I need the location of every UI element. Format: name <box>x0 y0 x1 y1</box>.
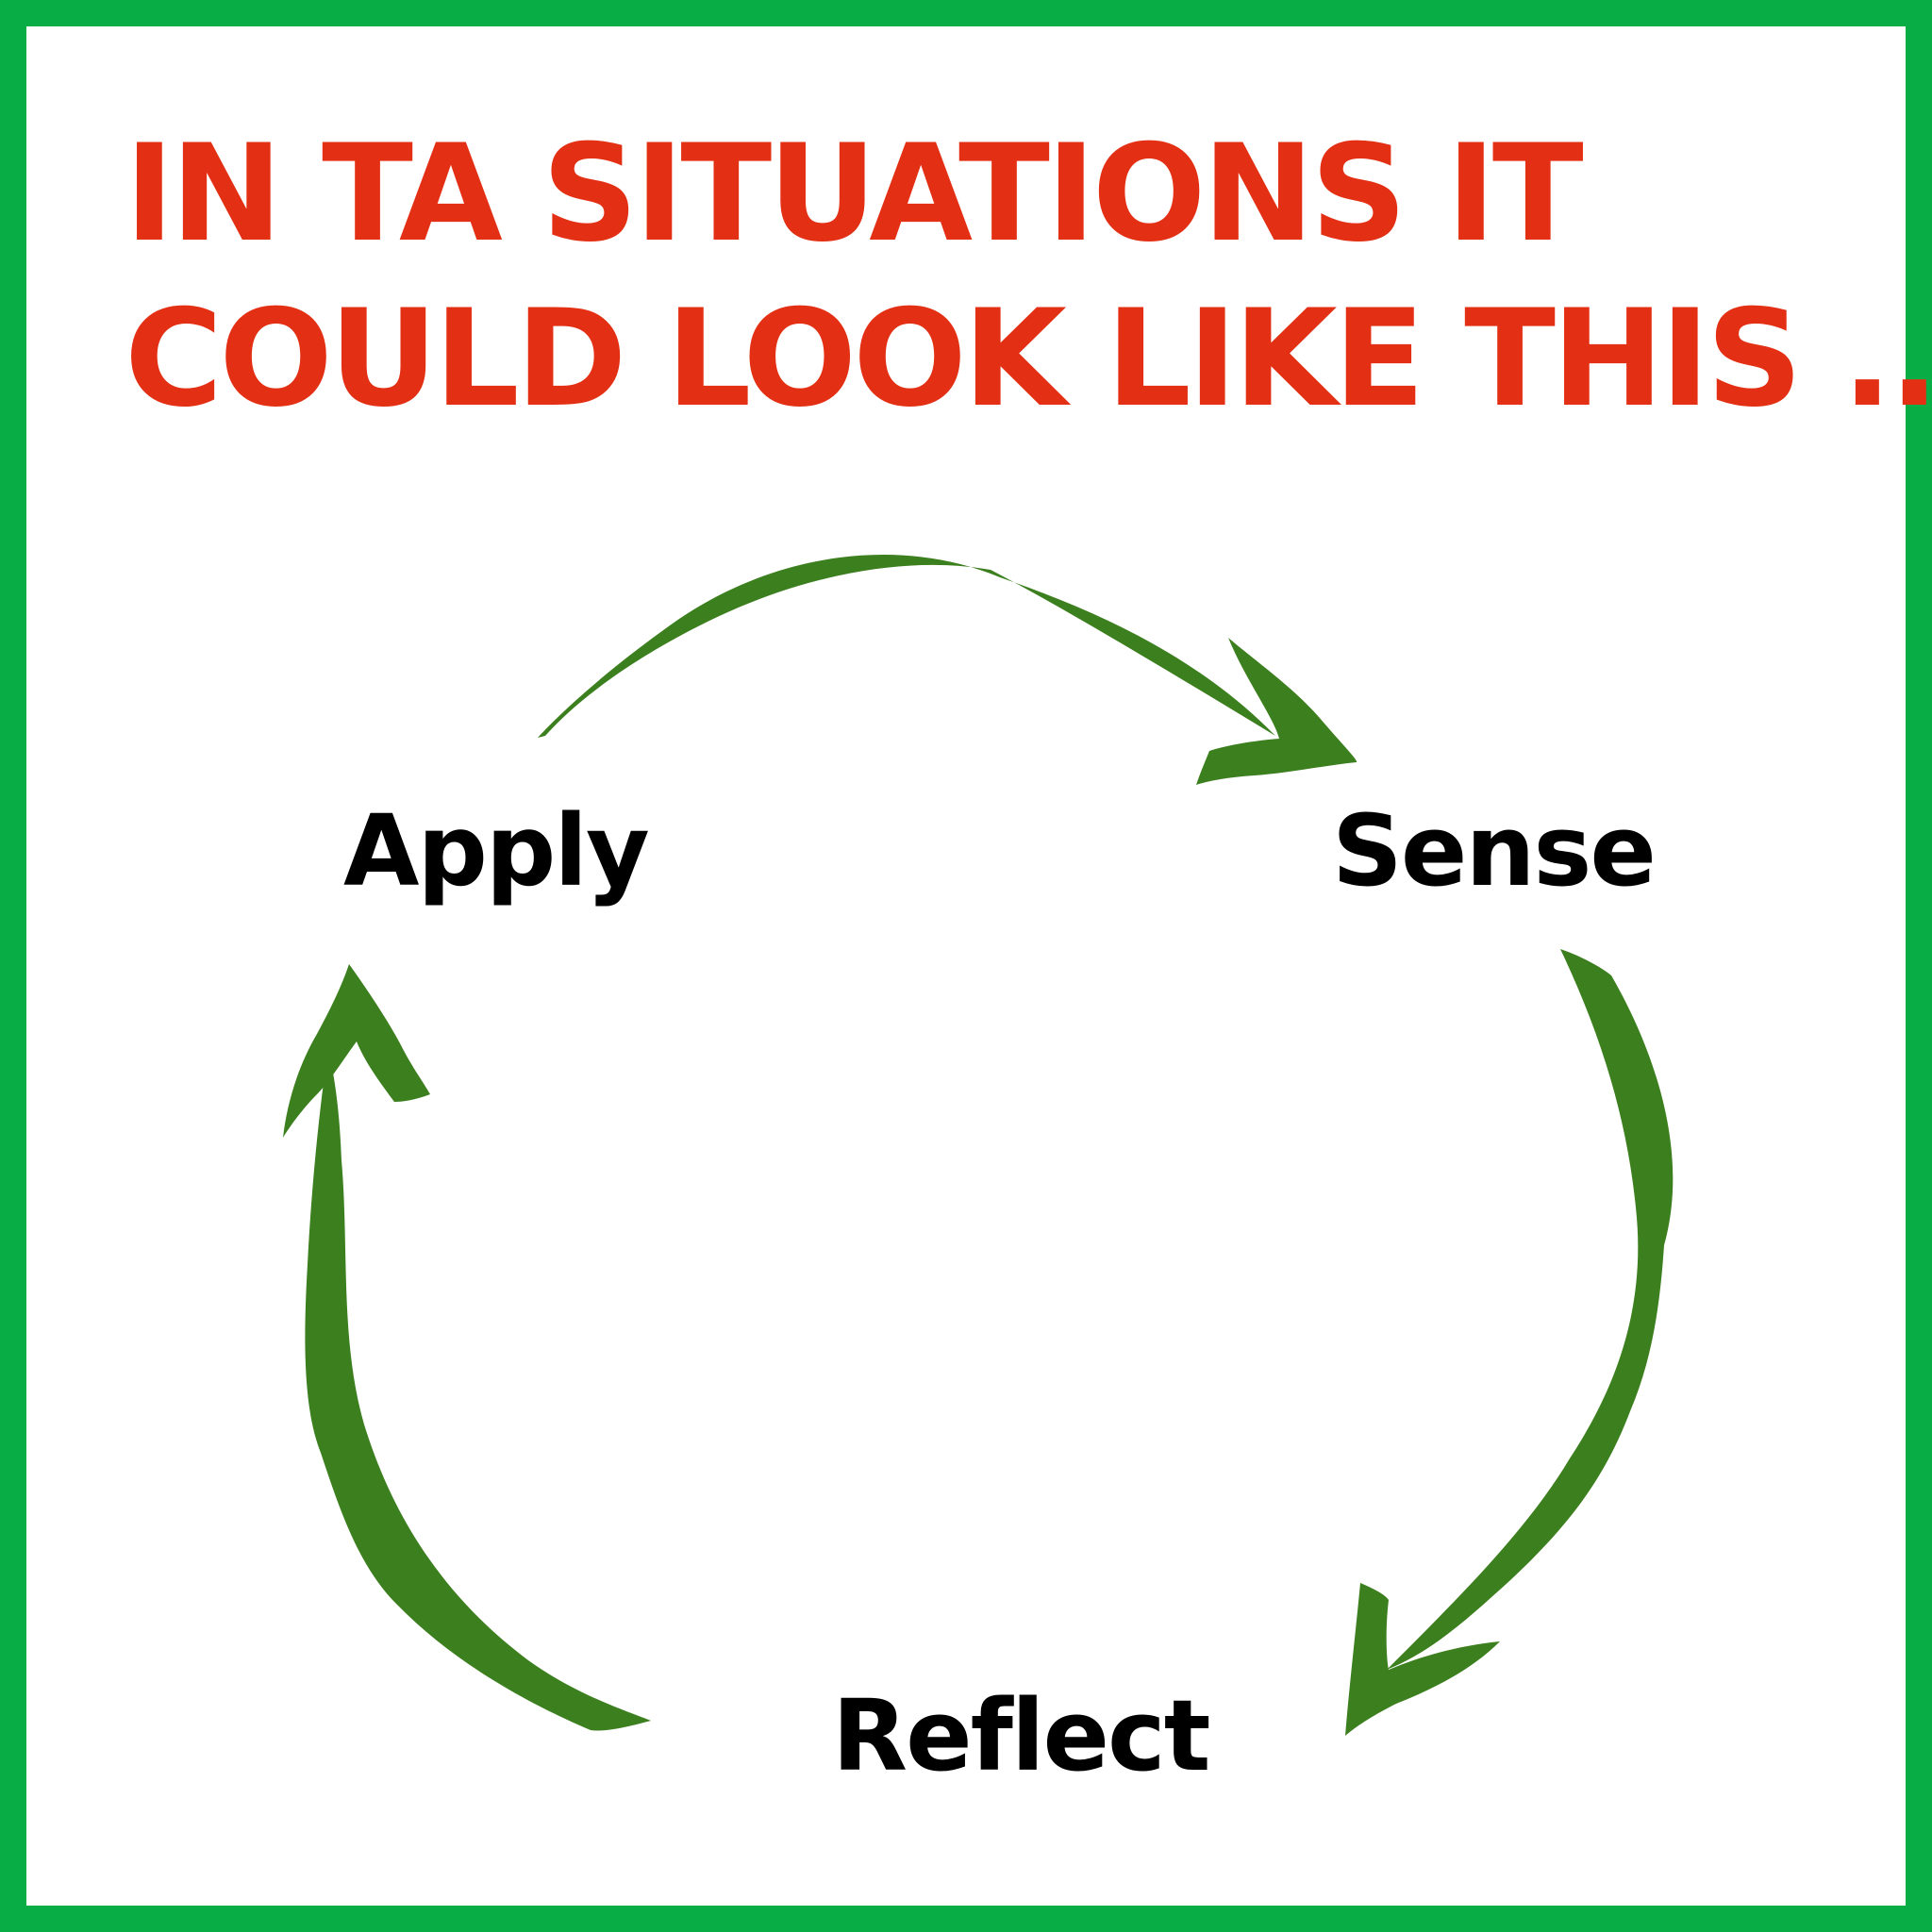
node-apply: Apply <box>343 793 650 908</box>
node-reflect: Reflect <box>832 1678 1210 1793</box>
arrow-reflect-to-apply <box>283 964 651 1731</box>
node-sense: Sense <box>1332 793 1657 908</box>
arrow-reflect-to-apply-shaft <box>305 1047 651 1731</box>
arrow-apply-to-sense-shaft <box>538 554 1275 738</box>
title-line-2: COULD LOOK LIKE THIS ... <box>125 281 1932 437</box>
arrow-sense-to-reflect-head <box>1345 1583 1500 1736</box>
arrow-apply-to-sense-head <box>1196 638 1357 785</box>
title-line-1: IN TA SITUATIONS IT <box>125 116 1584 272</box>
arrow-reflect-to-apply-head <box>283 964 430 1138</box>
arrow-sense-to-reflect <box>1345 949 1674 1736</box>
page-title: IN TA SITUATIONS IT COULD LOOK LIKE THIS… <box>125 111 1932 441</box>
arrow-apply-to-sense <box>538 554 1357 785</box>
arrow-sense-to-reflect-shaft <box>1387 949 1674 1670</box>
